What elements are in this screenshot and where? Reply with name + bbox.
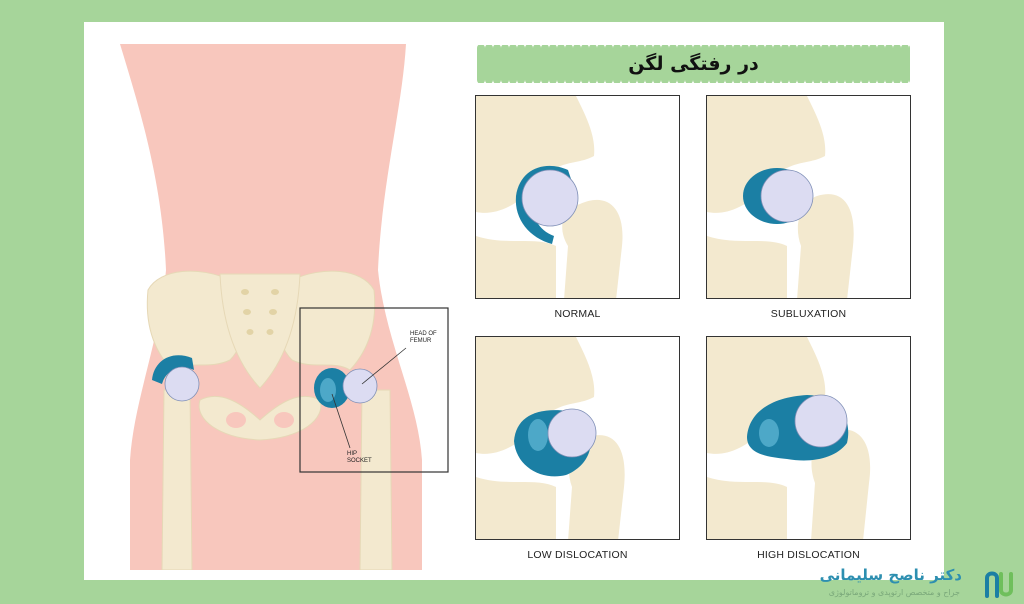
hip-socket-label: HIP SOCKET xyxy=(347,451,372,464)
left-femur xyxy=(161,389,193,571)
head-of-femur-label: HEAD OF FEMUR xyxy=(410,331,437,344)
left-femur-head xyxy=(164,366,200,402)
brand-subtitle: جراح و متخصص ارتوپدی و تروماتولوژی xyxy=(828,588,960,597)
brand-footer: دکتر ناصح سلیمانی جراح و متخصص ارتوپدی و… xyxy=(760,562,1022,603)
zoom-box xyxy=(299,307,449,473)
right-femur xyxy=(359,389,393,571)
femur-shaft xyxy=(562,199,623,298)
panel-subluxation xyxy=(706,95,911,299)
head-leader-line xyxy=(361,347,407,385)
femur-head xyxy=(794,394,848,448)
caption-subluxation: SUBLUXATION xyxy=(770,308,847,320)
left-iliac-bone xyxy=(146,270,245,371)
pelvis-figure xyxy=(100,40,460,571)
femur-head xyxy=(547,408,597,458)
right-iliac-bone xyxy=(277,270,376,371)
banner-shape xyxy=(477,45,910,83)
femur-head xyxy=(760,169,814,223)
pelvis-bone xyxy=(476,96,595,213)
panel-low-dislocation xyxy=(475,336,680,540)
title-banner: در رفتگی لگن xyxy=(477,45,910,83)
sacral-holes xyxy=(241,289,279,335)
femur-shaft xyxy=(797,194,854,298)
femur-head xyxy=(521,169,579,227)
caption-low-dislocation: LOW DISLOCATION xyxy=(527,549,628,561)
panel-normal xyxy=(475,95,680,299)
page-title: در رفتگی لگن xyxy=(628,53,759,75)
right-femur-head xyxy=(342,368,378,404)
caption-normal: NORMAL xyxy=(554,308,601,320)
pelvis-illustration xyxy=(120,44,449,571)
sacrum xyxy=(219,273,301,389)
brand-logo-icon xyxy=(980,566,1016,602)
caption-high-dislocation: HIGH DISLOCATION xyxy=(757,549,860,561)
brand-name: دکتر ناصح سلیمانی xyxy=(819,566,962,584)
socket-leader-line xyxy=(331,393,351,449)
panel-high-dislocation xyxy=(706,336,911,540)
